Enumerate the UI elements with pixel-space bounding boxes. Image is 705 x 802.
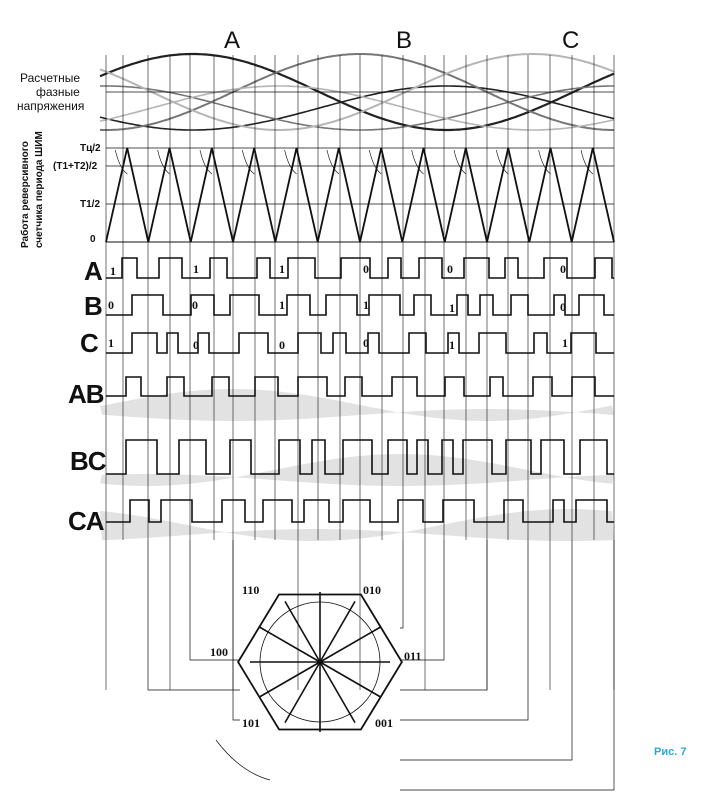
figure-caption: Рис. 7: [654, 746, 686, 758]
level-label-zero: 0: [90, 234, 96, 245]
bit-b-6: 0: [560, 300, 566, 314]
space-vector-hexagon: [147, 540, 615, 791]
signal-label-b: B: [84, 291, 102, 321]
bit-c-2: 0: [193, 338, 199, 352]
counter-tick-2: [199, 149, 213, 175]
bit-a-1: 1: [110, 264, 116, 278]
envelope-ca: [100, 509, 614, 541]
phase-voltage-inner-curve-2: [99, 85, 615, 131]
level-label-t1t2: (T1+T2)/2: [53, 161, 98, 172]
bit-b-3: 1: [279, 298, 285, 312]
phase-voltage-curve-0: [99, 52, 615, 132]
waveform-ab: [106, 376, 614, 397]
signal-label-bc: BC: [70, 446, 107, 476]
signal-label-c: C: [80, 328, 99, 358]
phase-label-a: A: [224, 27, 240, 54]
bit-c-4: 0: [363, 336, 369, 350]
counter-tick-4: [284, 149, 297, 175]
counter-label-2: счетчика периода ШИМ: [34, 131, 45, 248]
waveform-b: [106, 294, 614, 316]
signal-label-ca: CA: [68, 506, 105, 536]
counter-tick-1: [157, 149, 170, 175]
vector-label-100: 100: [210, 645, 228, 659]
bit-b-2: 0: [192, 298, 198, 312]
counter-tick-3: [242, 149, 255, 175]
space-vector-8: [284, 600, 321, 663]
connector-7: [400, 540, 573, 761]
bit-a-5: 0: [447, 262, 453, 276]
space-vector-7: [258, 626, 321, 663]
bit-b-5: 1: [449, 301, 455, 315]
counter-tick-11: [580, 149, 594, 175]
calc-voltages-label-3: напряжения: [17, 99, 84, 113]
connector-4: [400, 540, 445, 661]
vector-label-101: 101: [242, 716, 260, 730]
counter-tick-8: [453, 149, 467, 175]
calculated-phase-voltages: [99, 52, 615, 132]
counter-tick-10: [538, 149, 551, 175]
space-vector-5: [258, 661, 321, 698]
waveform-a: [106, 257, 614, 279]
bit-c-6: 1: [562, 336, 568, 350]
connector-3: [400, 540, 404, 629]
bit-a-4: 0: [363, 262, 369, 276]
line-voltage-envelopes: [100, 389, 614, 541]
vector-label-010: 010: [363, 583, 381, 597]
vector-label-001: 001: [375, 716, 393, 730]
bit-a-3: 1: [279, 262, 285, 276]
level-label-tc2: Tц/2: [80, 143, 101, 154]
phase-label-c: C: [562, 27, 579, 54]
connector-2: [232, 540, 240, 721]
connector-8: [400, 540, 615, 791]
bit-c-1: 1: [108, 336, 114, 350]
envelope-bc: [100, 454, 614, 486]
connector-1: [189, 540, 240, 661]
waveform-c: [106, 332, 614, 354]
bit-a-6: 0: [560, 262, 566, 276]
phase-voltage-curve-1: [99, 53, 614, 131]
signal-label-a: A: [84, 256, 103, 286]
waveform-ca: [106, 499, 614, 523]
calc-voltages-label-2: фазные: [36, 85, 80, 99]
vector-label-110: 110: [242, 583, 259, 597]
bit-b-1: 0: [108, 298, 114, 312]
space-vector-10: [319, 600, 356, 663]
phase-voltage-inner-curve-1: [99, 85, 614, 131]
bit-a-2: 1: [193, 262, 199, 276]
calc-voltages-label-1: Расчетные: [20, 71, 80, 85]
connector-5: [400, 540, 488, 691]
counter-tick-5: [326, 149, 340, 175]
vector-label-011: 011: [404, 649, 421, 663]
counter-label-1: Работа реверсивного: [19, 141, 31, 248]
phase-voltage-curve-2: [99, 53, 615, 131]
hexagon-outline: [237, 593, 403, 731]
switching-waveforms: [106, 257, 614, 523]
space-vector-1: [319, 661, 382, 698]
counter-tick-7: [411, 149, 424, 175]
counter-tick-0: [115, 149, 128, 175]
phase-label-b: B: [396, 27, 412, 54]
space-vector-4: [284, 661, 321, 724]
bit-c-3: 0: [279, 338, 285, 352]
bit-b-4: 1: [363, 298, 369, 312]
space-vector-2: [319, 661, 356, 724]
connector-6: [400, 540, 529, 721]
counter-tick-9: [496, 149, 509, 175]
level-label-t1: T1/2: [80, 199, 100, 210]
envelope-ab: [100, 389, 614, 421]
counter-tick-6: [369, 149, 382, 175]
signal-label-ab: AB: [68, 379, 104, 409]
waveform-bc: [106, 439, 614, 475]
rotation-arc: [215, 739, 271, 781]
space-vector-11: [319, 626, 382, 663]
phase-voltage-inner-curve-0: [99, 85, 615, 131]
timing-lines: [105, 55, 615, 690]
connector-0: [147, 540, 240, 691]
bit-c-5: 1: [449, 338, 455, 352]
